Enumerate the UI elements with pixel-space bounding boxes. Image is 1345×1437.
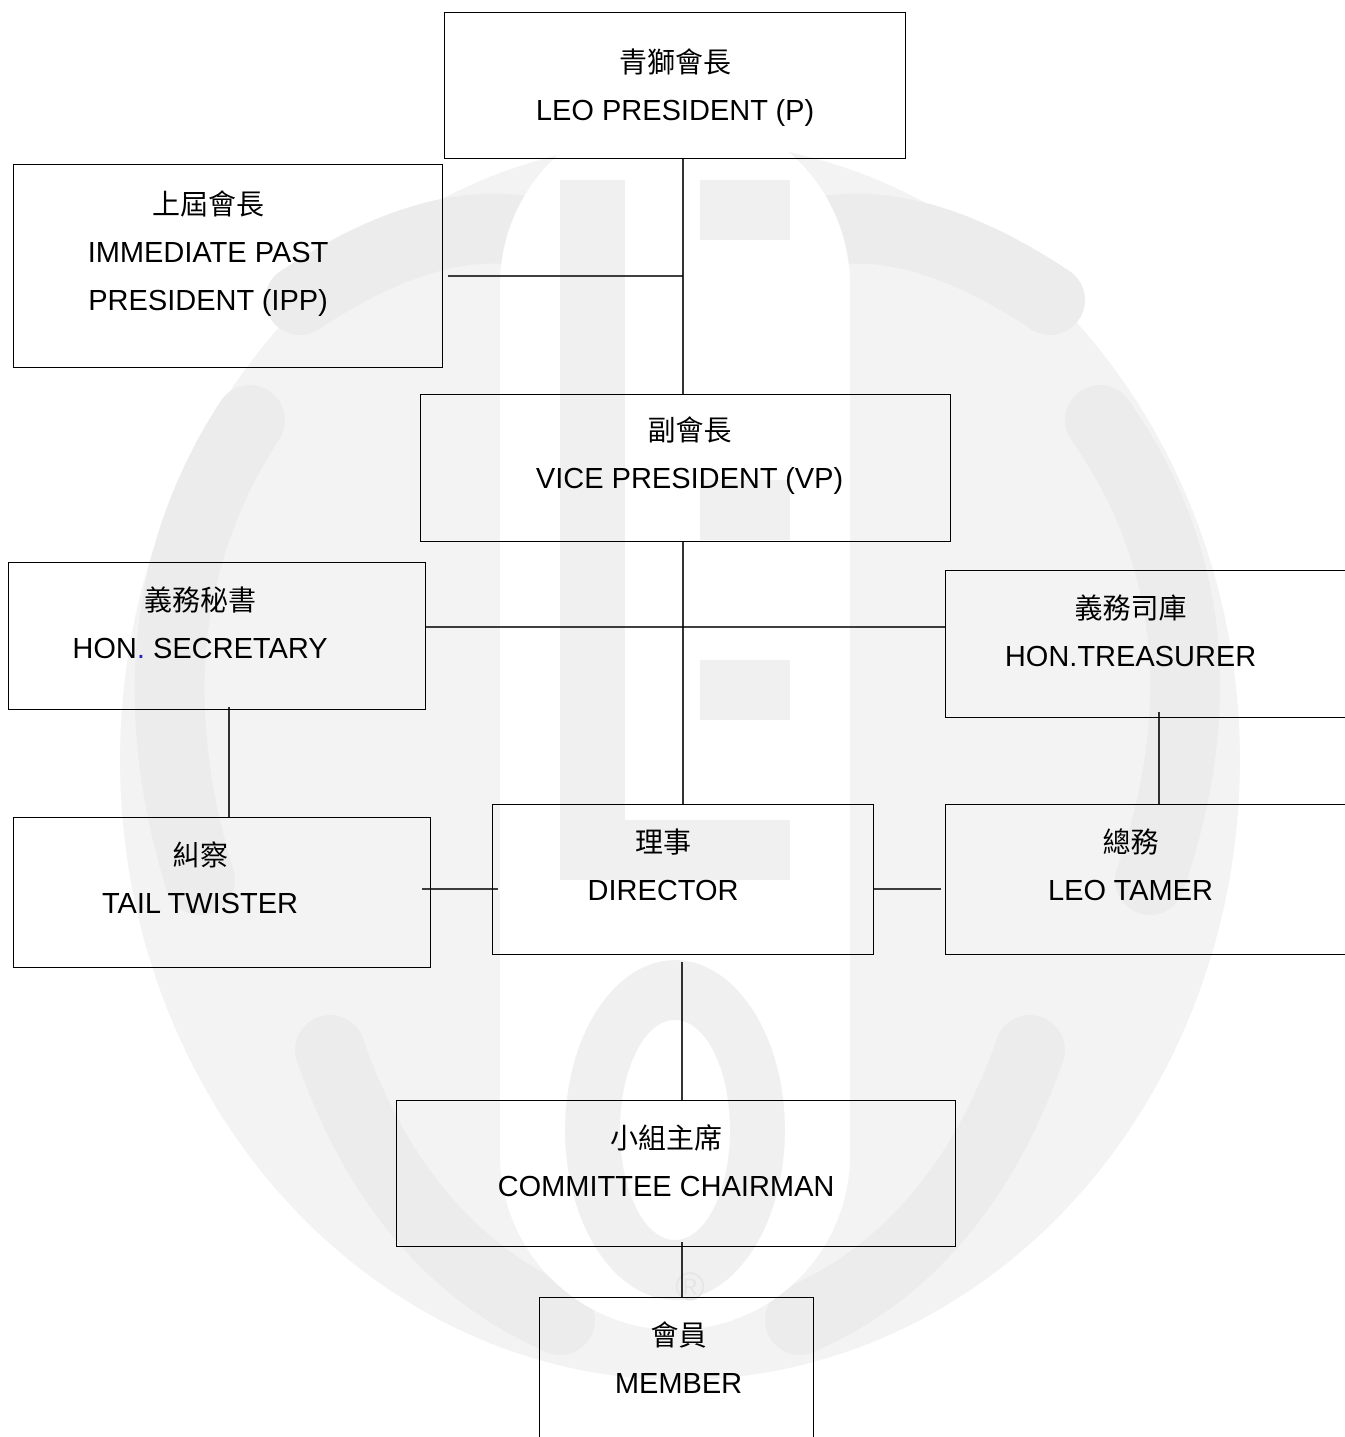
node-leo-tamer: 總務 LEO TAMER (945, 804, 1345, 955)
node-hon-secretary: 義務秘書 HON. SECRETARY (8, 562, 426, 710)
node-label-en-line1: IMMEDIATE PAST (87, 237, 329, 269)
node-label-en: LEO PRESIDENT (P) (535, 95, 815, 127)
node-leo-president: 青獅會長 LEO PRESIDENT (P) (444, 12, 906, 159)
node-committee-chairman: 小組主席 COMMITTEE CHAIRMAN (396, 1100, 956, 1247)
node-director: 理事 DIRECTOR (492, 804, 874, 955)
node-label-en: DIRECTOR (587, 875, 739, 907)
node-label-en: MEMBER (614, 1368, 743, 1400)
node-label-en: HON. SECRETARY (9, 625, 391, 673)
node-label-zh: 義務秘書 (143, 584, 256, 617)
secretary-label-part2: SECRETARY (144, 633, 328, 665)
node-label-zh: 義務司庫 (1074, 592, 1187, 625)
node-label-zh: 會員 (650, 1319, 707, 1352)
node-label-zh: 青獅會長 (618, 46, 731, 79)
node-immediate-past-president: 上屆會長 IMMEDIATE PAST PRESIDENT (IPP) (13, 164, 443, 368)
node-label-zh: 副會長 (647, 414, 732, 447)
node-member: 會員 MEMBER (539, 1297, 814, 1437)
secretary-label-dot: . (136, 633, 145, 665)
node-label-en: COMMITTEE CHAIRMAN (497, 1171, 835, 1203)
node-label-en: LEO TAMER (1048, 875, 1213, 907)
node-label-zh: 小組主席 (609, 1122, 722, 1155)
node-tail-twister: 糾察 TAIL TWISTER (13, 817, 431, 968)
node-label-zh: 上屆會長 (151, 188, 264, 221)
secretary-label-part1: HON (72, 633, 137, 665)
node-label-en: HON.TREASURER (1004, 641, 1257, 673)
node-label-zh: 糾察 (171, 839, 228, 872)
node-label-en: TAIL TWISTER (101, 888, 299, 920)
node-label-en-line2: PRESIDENT (IPP) (88, 285, 328, 317)
node-label-zh: 理事 (634, 826, 691, 859)
node-hon-treasurer: 義務司庫 HON.TREASURER (945, 570, 1345, 718)
registered-mark: ® (675, 1265, 704, 1309)
node-vice-president: 副會長 VICE PRESIDENT (VP) (420, 394, 951, 542)
node-label-zh: 總務 (1102, 826, 1159, 859)
node-label-en: VICE PRESIDENT (VP) (535, 463, 844, 495)
